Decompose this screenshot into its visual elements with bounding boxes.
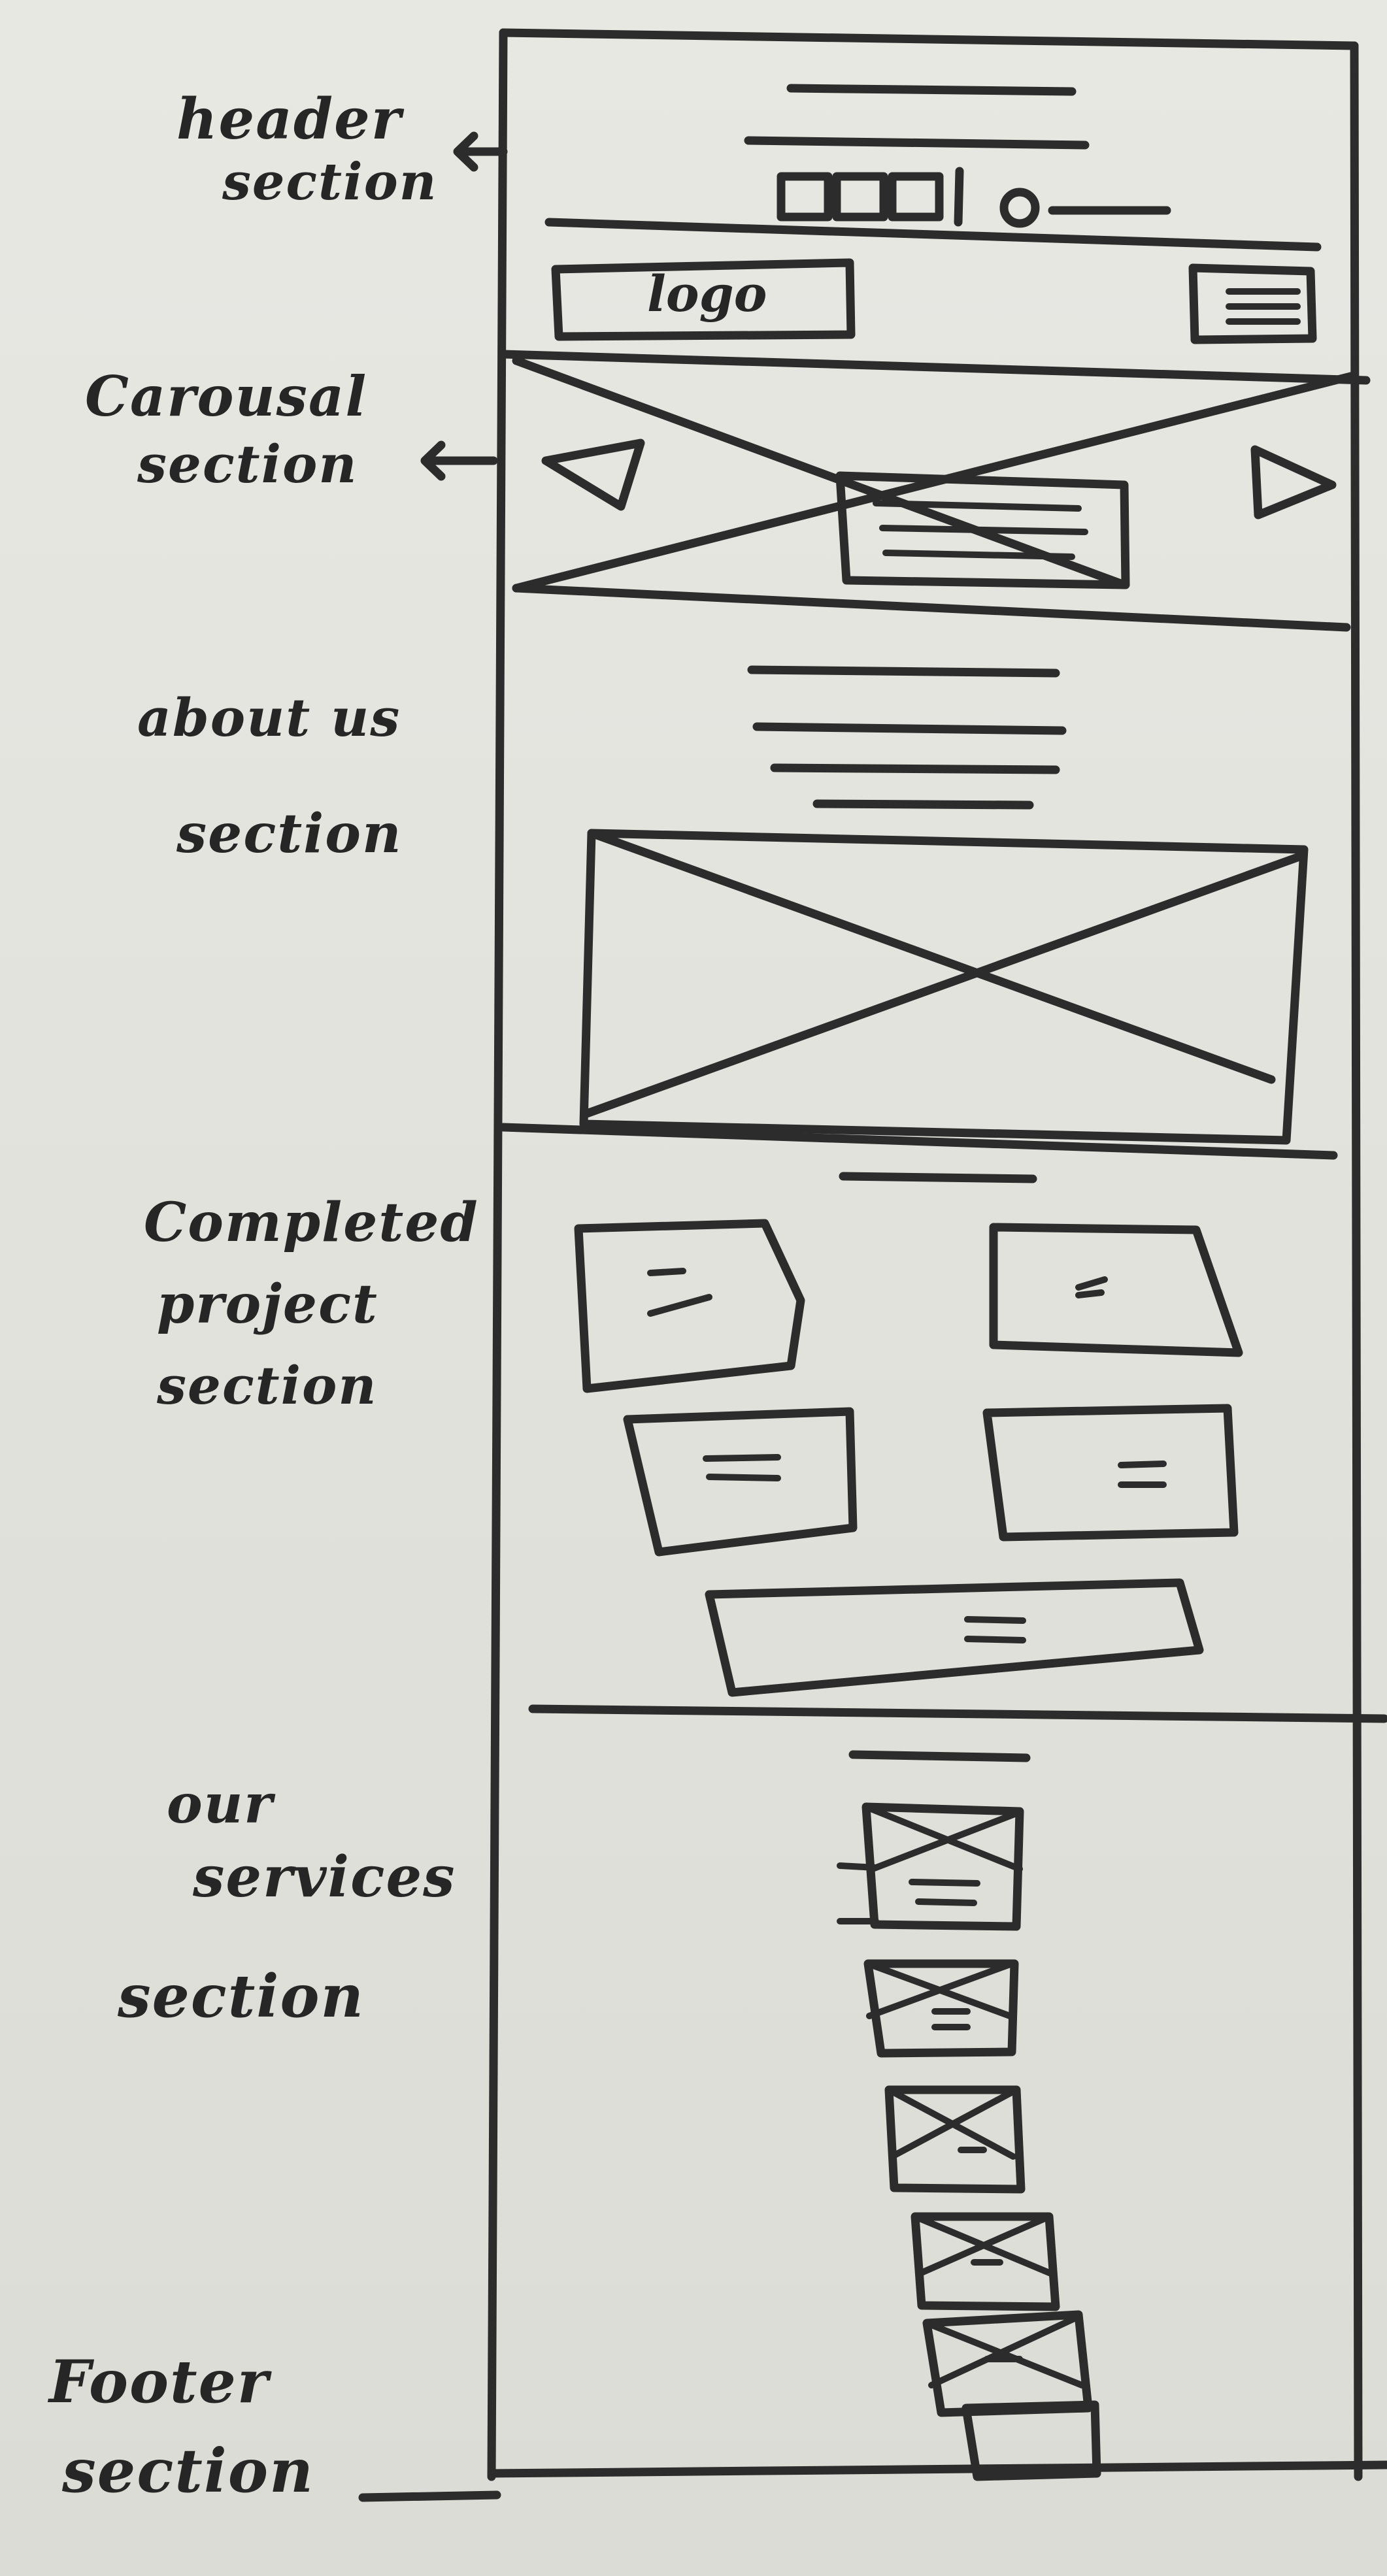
project-card-4: [982, 1404, 1239, 1542]
about-line-1: [747, 665, 1060, 678]
project-card-3-text: [703, 1454, 781, 1481]
carousel-prev-arrow: [541, 438, 645, 511]
about-image-cross-1: [587, 829, 1276, 1084]
annotation-services-line-3: section: [118, 1962, 365, 2031]
carousel-arrow: [420, 440, 498, 481]
service-item-4-cross: [912, 2213, 1056, 2277]
annotation-services-line-2: services: [193, 1844, 456, 1910]
about-line-3: [770, 763, 1060, 774]
service-item-6: [961, 2400, 1101, 2481]
annotation-carousel-line-2: section: [137, 433, 358, 495]
service-item-1-text: [909, 1879, 980, 1906]
frame-top-edge: [499, 28, 1359, 50]
project-card-5: [705, 1578, 1204, 1697]
projects-section: [528, 1172, 1387, 1723]
hamburger-box: [1188, 263, 1317, 344]
project-card-1: [574, 1219, 805, 1393]
frame-left-edge: [487, 28, 508, 2481]
caption-line-2: [879, 525, 1088, 535]
caption-line-1: [873, 500, 1082, 512]
services-section: [837, 1750, 1101, 2481]
search-icon: [999, 188, 1040, 228]
carousel-next-arrow: [1250, 445, 1337, 520]
icon-divider: [954, 167, 964, 227]
logo-label: logo: [647, 265, 767, 323]
carousel-bottom: [512, 584, 1351, 632]
service-item-5-cross: [924, 2313, 1085, 2388]
header-arrow: [453, 131, 508, 172]
service-item-1-tick: [837, 1862, 879, 1924]
about-bottom-rule: [499, 1123, 1338, 1160]
projects-bottom-rule: [528, 1704, 1387, 1723]
project-card-5-text: [964, 1616, 1026, 1643]
services-title-line: [848, 1750, 1031, 1762]
annotation-header-line-1: header: [176, 86, 403, 152]
footer-rule: [487, 2460, 1387, 2478]
social-icon-3: [888, 172, 944, 222]
annotation-projects-line-2: project: [157, 1273, 378, 1336]
carousel-section: [499, 350, 1371, 632]
about-line-2: [752, 722, 1067, 735]
carousel-top: [499, 350, 1371, 385]
caption-line-3: [882, 550, 1075, 560]
about-line-4: [812, 799, 1034, 810]
annotation-carousel-line-1: Carousal: [85, 364, 368, 429]
about-image-cross-2: [580, 853, 1302, 1119]
carousel-cross-1: [512, 356, 1129, 589]
header-line-1: [786, 84, 1077, 96]
service-item-2-text: [931, 2008, 971, 2030]
project-card-3: [623, 1407, 858, 1557]
service-item-3-cross: [886, 2087, 1020, 2160]
project-card-2: [989, 1223, 1243, 1357]
annotation-projects-line-3: section: [157, 1355, 378, 1416]
header-line-2: [744, 136, 1090, 150]
service-item-2: [863, 1959, 1019, 2058]
carousel-caption-box: [835, 471, 1130, 589]
annotation-footer-line-1: Footer: [49, 2347, 270, 2417]
project-card-1-text: [647, 1268, 712, 1317]
frame-right-edge: [1350, 41, 1363, 2481]
logo-box: [551, 258, 856, 341]
project-card-2-text: [1075, 1276, 1108, 1298]
service-item-3: [884, 2085, 1026, 2194]
annotation-services-line-1: our: [167, 1773, 274, 1836]
annotation-about-line-1: about us: [137, 687, 401, 748]
annotation-footer-line-2: section: [62, 2436, 315, 2506]
annotation-header-line-2: section: [222, 152, 438, 212]
projects-title-line: [839, 1172, 1037, 1183]
social-icon-2: [832, 172, 888, 222]
service-item-1-cross: [863, 1804, 1023, 1872]
footer-underline: [358, 2490, 501, 2502]
service-item-1: [861, 1802, 1024, 1931]
about-image-box: [579, 829, 1309, 1145]
header-rule: [544, 218, 1322, 252]
about-section: [499, 665, 1338, 1160]
annotation-projects-line-1: Completed: [144, 1191, 479, 1254]
project-card-4-text: [1118, 1461, 1167, 1488]
social-icon-1: [777, 172, 833, 222]
service-item-2-cross: [865, 1960, 1015, 2019]
annotation-about-line-2: section: [176, 802, 403, 865]
header-section: [544, 84, 1322, 344]
